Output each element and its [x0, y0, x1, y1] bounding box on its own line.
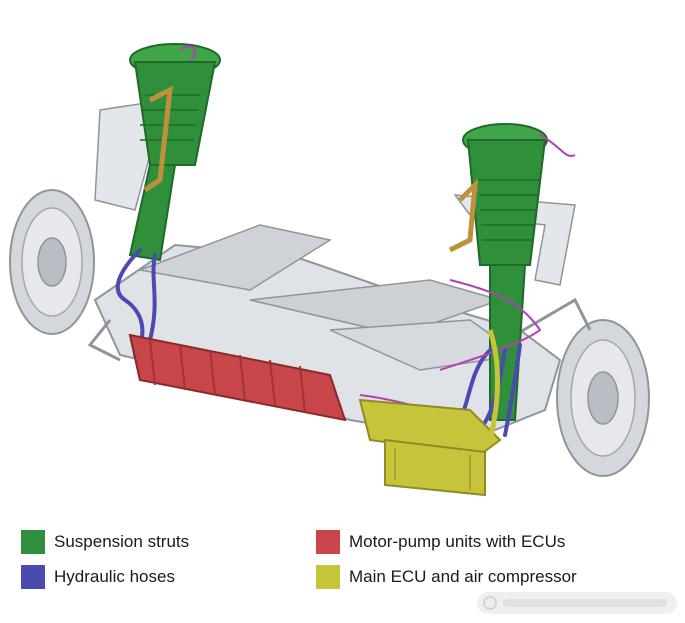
left-brake-disc	[9, 189, 95, 335]
watermark	[477, 592, 677, 614]
motor-pump-units	[128, 333, 347, 422]
main-ecu-and-compressor	[358, 329, 502, 497]
watermark-icon	[483, 596, 497, 610]
legend-item-hydraulic-hoses: Hydraulic hoses	[21, 565, 175, 589]
legend-swatch-suspension-struts	[21, 530, 45, 554]
legend-label: Motor-pump units with ECUs	[349, 532, 566, 551]
legend-swatch-hydraulic-hoses	[21, 565, 45, 589]
legend-label: Hydraulic hoses	[54, 567, 175, 586]
legend-swatch-main-ecu	[316, 565, 340, 589]
legend-swatch-motor-pump-units	[316, 530, 340, 554]
legend-item-motor-pump-units: Motor-pump units with ECUs	[316, 530, 565, 554]
watermark-blurred-text	[503, 599, 667, 607]
legend-item-main-ecu: Main ECU and air compressor	[316, 565, 577, 589]
left-suspension-strut	[128, 43, 221, 262]
legend-item-suspension-struts: Suspension struts	[21, 530, 189, 554]
legend-label: Suspension struts	[54, 532, 190, 551]
right-brake-disc	[556, 319, 650, 477]
legend-label: Main ECU and air compressor	[349, 567, 577, 586]
suspension-system-illustration	[9, 43, 650, 497]
